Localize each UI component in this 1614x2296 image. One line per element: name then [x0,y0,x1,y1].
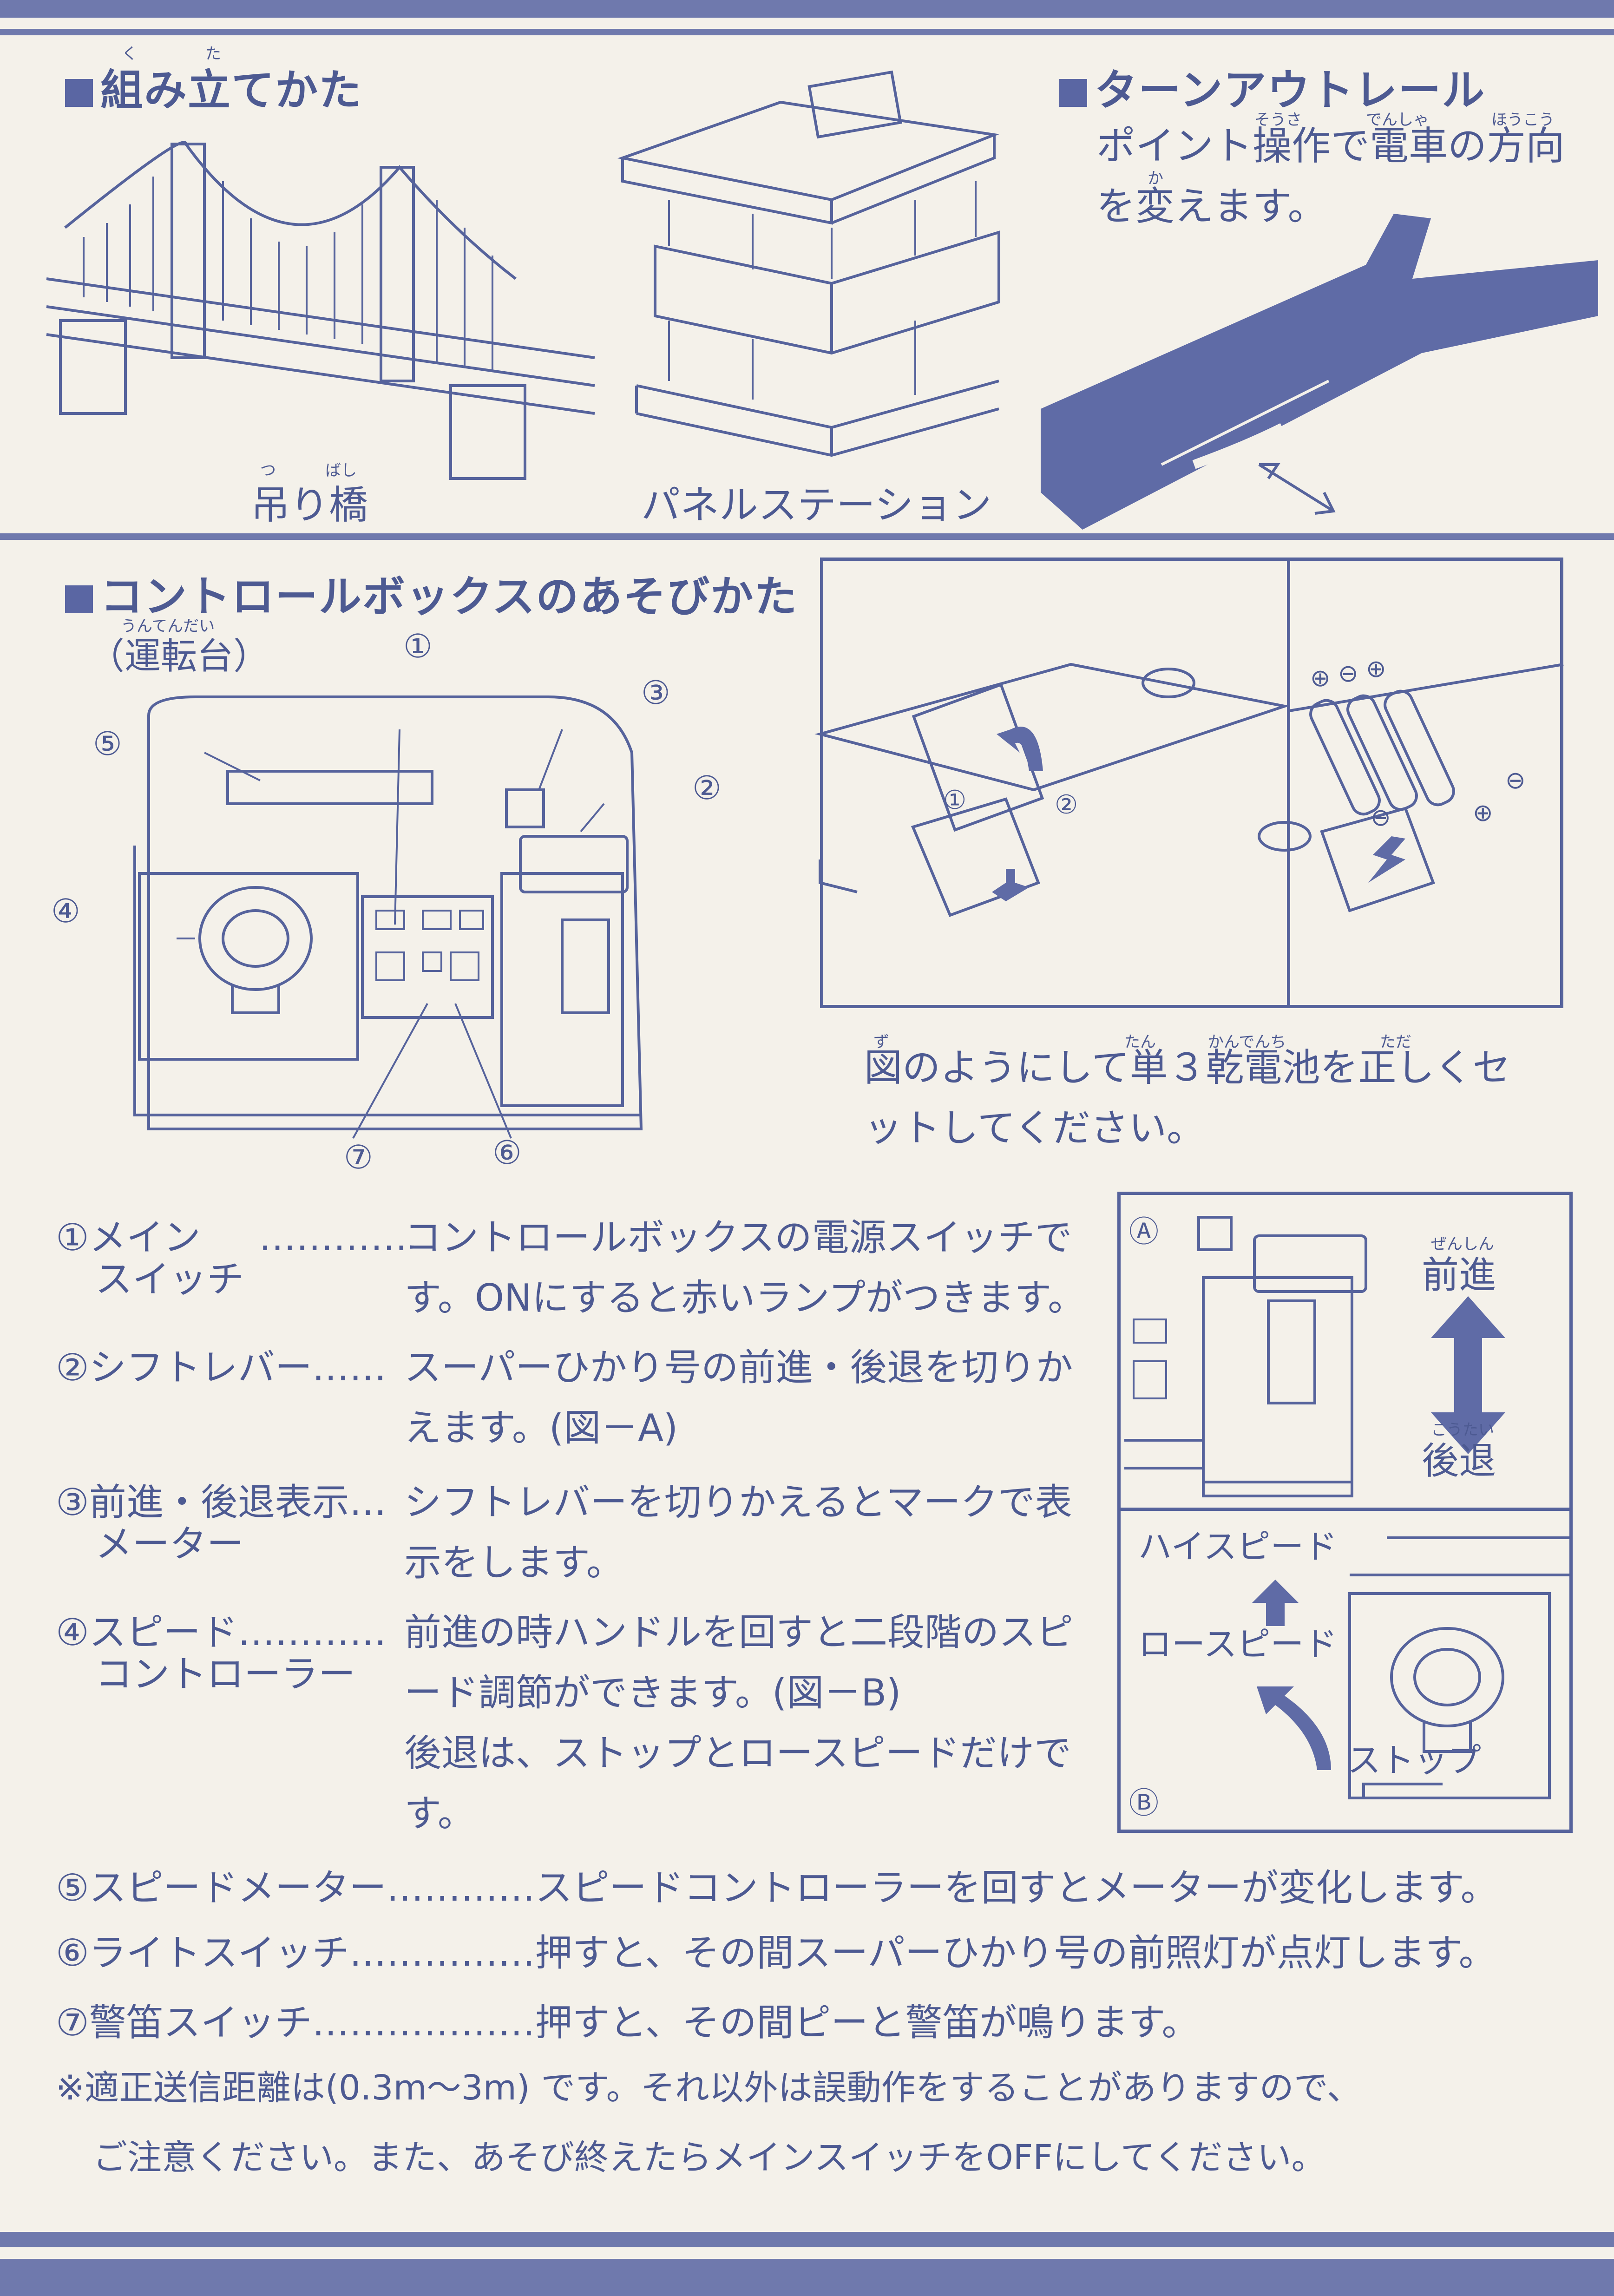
control-box-illustration [133,695,643,1139]
panel-station-illustration [617,70,1000,457]
item-speed-controller-desc2: ード調節ができます。(図－B) [404,1671,901,1714]
square-bullet-icon [65,79,93,107]
polarity-minus: ⊖ [1505,767,1526,794]
divider-band [0,533,1614,540]
battery-instruction-line1: 図のようにして単３乾電池を正しくセ [864,1046,1511,1090]
battery-compartment-illustration [814,663,1564,917]
bottom-band [0,2259,1614,2296]
ruby-bashi: ばし [325,461,357,480]
callout-4: ④ [51,892,80,930]
turnout-text-line2: を変えます。 [1096,184,1327,229]
figure-ab-divider [1117,1508,1573,1511]
polarity-plus: ⊕ [1366,655,1386,683]
item-horn-switch: ⑦警笛スイッチ………………押すと、その間ピーと警笛が鳴ります。 [56,2001,1199,2044]
reverse-label: 後退 [1422,1439,1496,1483]
note-line2: ご注意ください。また、あそび終えたらメインスイッチをOFFにしてください。 [93,2138,1326,2178]
item-shift-lever-desc2: えます。(図－A) [404,1406,678,1450]
polarity-plus: ⊕ [1473,799,1493,827]
ruby-tsu: つ [260,461,276,480]
ruby-untendai: うんてんだい [121,617,215,636]
polarity-minus: ⊖ [1371,804,1391,832]
turnout-heading: ターンアウトレール [1059,56,1485,118]
figure-b-label: Ⓑ [1129,1786,1159,1821]
forward-reverse-arrow-icon [1431,1296,1505,1454]
figure-a-label: Ⓐ [1129,1215,1159,1249]
item-main-switch-name2: スイッチ [95,1258,244,1301]
item-speed-controller-name2: コントローラー [95,1653,355,1696]
square-bullet-icon [1059,79,1087,107]
ruby-densha: でんしゃ [1366,111,1429,129]
low-speed-label: ロースピード [1138,1625,1338,1664]
ruby-ta: た [205,45,221,63]
polarity-minus: ⊖ [1338,660,1358,688]
note-line1: ※適正送信距離は(0.3m〜3m) です。それ以外は誤動作をすることがありますの… [56,2068,1361,2108]
battery-figure [820,558,1563,1008]
battery-instruction-line2: ットしてください。 [864,1106,1205,1150]
control-heading: コントロールボックスのあそびかた [65,562,798,624]
callout-6: ⑥ [492,1134,522,1172]
speed-meter-window [226,770,433,805]
panel-station-label: パネルステーション [641,482,992,528]
ruby-kandenchi: かんでんち [1208,1033,1286,1051]
top-band [0,0,1614,18]
item-direction-meter: ③前進・後退表示… [56,1481,387,1524]
item-speed-meter: ⑤スピードメーター…………スピードコントローラーを回すとメーターが変化します。 [56,1866,1498,1909]
bridge-label: 吊り橋 [251,482,368,528]
callout-5: ⑤ [93,725,122,763]
ruby-tada: ただ [1380,1033,1411,1051]
item-speed-controller: ④スピード………… [56,1611,387,1654]
ruby-sousa: そうさ [1254,111,1302,129]
item-shift-lever: ②シフトレバー…… [56,1346,387,1389]
figure-ab-frame [1117,1192,1573,1833]
callout-7: ⑦ [344,1138,373,1176]
ruby-koutai: こうたい [1431,1421,1494,1439]
figure-b-speed-controller-illustration [1252,1536,1573,1799]
battery-step-1: ① [943,785,967,815]
item-main-switch-desc2: す。ONにすると赤いランプがつきます。 [404,1276,1085,1319]
ruby-ku: く [122,45,138,63]
item-speed-controller-desc3: 後退は、ストップとロースピードだけで [404,1732,1071,1775]
stop-label: ストップ [1347,1741,1482,1780]
high-speed-label: ハイスピード [1138,1527,1338,1566]
item-direction-meter-desc1: シフトレバーを切りかえるとマークで表 [404,1481,1072,1524]
item-shift-lever-desc1: スーパーひかり号の前進・後退を切りか [404,1346,1073,1389]
callout-3: ③ [641,674,670,712]
item-light-switch: ⑥ライトスイッチ……………押すと、その間スーパーひかり号の前照灯が点灯します。 [56,1931,1496,1975]
square-bullet-icon [65,585,93,613]
turnout-rail-illustration [1041,214,1598,530]
item-speed-controller-desc4: す。 [404,1792,475,1835]
ruby-ka: か [1148,169,1163,188]
ruby-zu: ず [873,1033,889,1051]
item-main-switch: ①メイン ………… [56,1216,408,1259]
assembly-heading: 組み立てかた [65,56,362,118]
item-main-switch-desc1: コントロールボックスの電源スイッチで [404,1216,1072,1259]
top-band-thin [0,29,1614,35]
suspension-bridge-illustration [46,141,595,480]
callout-1: ① [403,627,433,665]
battery-step-2: ② [1055,790,1078,820]
item-direction-meter-desc2: 示をします。 [404,1541,623,1584]
ruby-zenshin: ぜんしん [1431,1235,1494,1253]
item-speed-controller-desc1: 前進の時ハンドルを回すと二段階のスピ [404,1611,1073,1654]
forward-label: 前進 [1422,1253,1496,1297]
battery-figure-divider [1287,558,1290,1008]
ruby-tan: たん [1124,1033,1156,1051]
turnout-text-line1: ポイント操作で電車の方向 [1096,123,1565,169]
control-subtitle: （運転台） [88,636,270,677]
item-direction-meter-name2: メーター [95,1522,244,1566]
ruby-houkou: ほうこう [1491,111,1555,129]
bottom-band-thin [0,2232,1614,2247]
figure-a-shift-lever-illustration [1124,1216,1367,1497]
callout-2: ② [692,769,722,807]
polarity-plus: ⊕ [1310,664,1331,692]
